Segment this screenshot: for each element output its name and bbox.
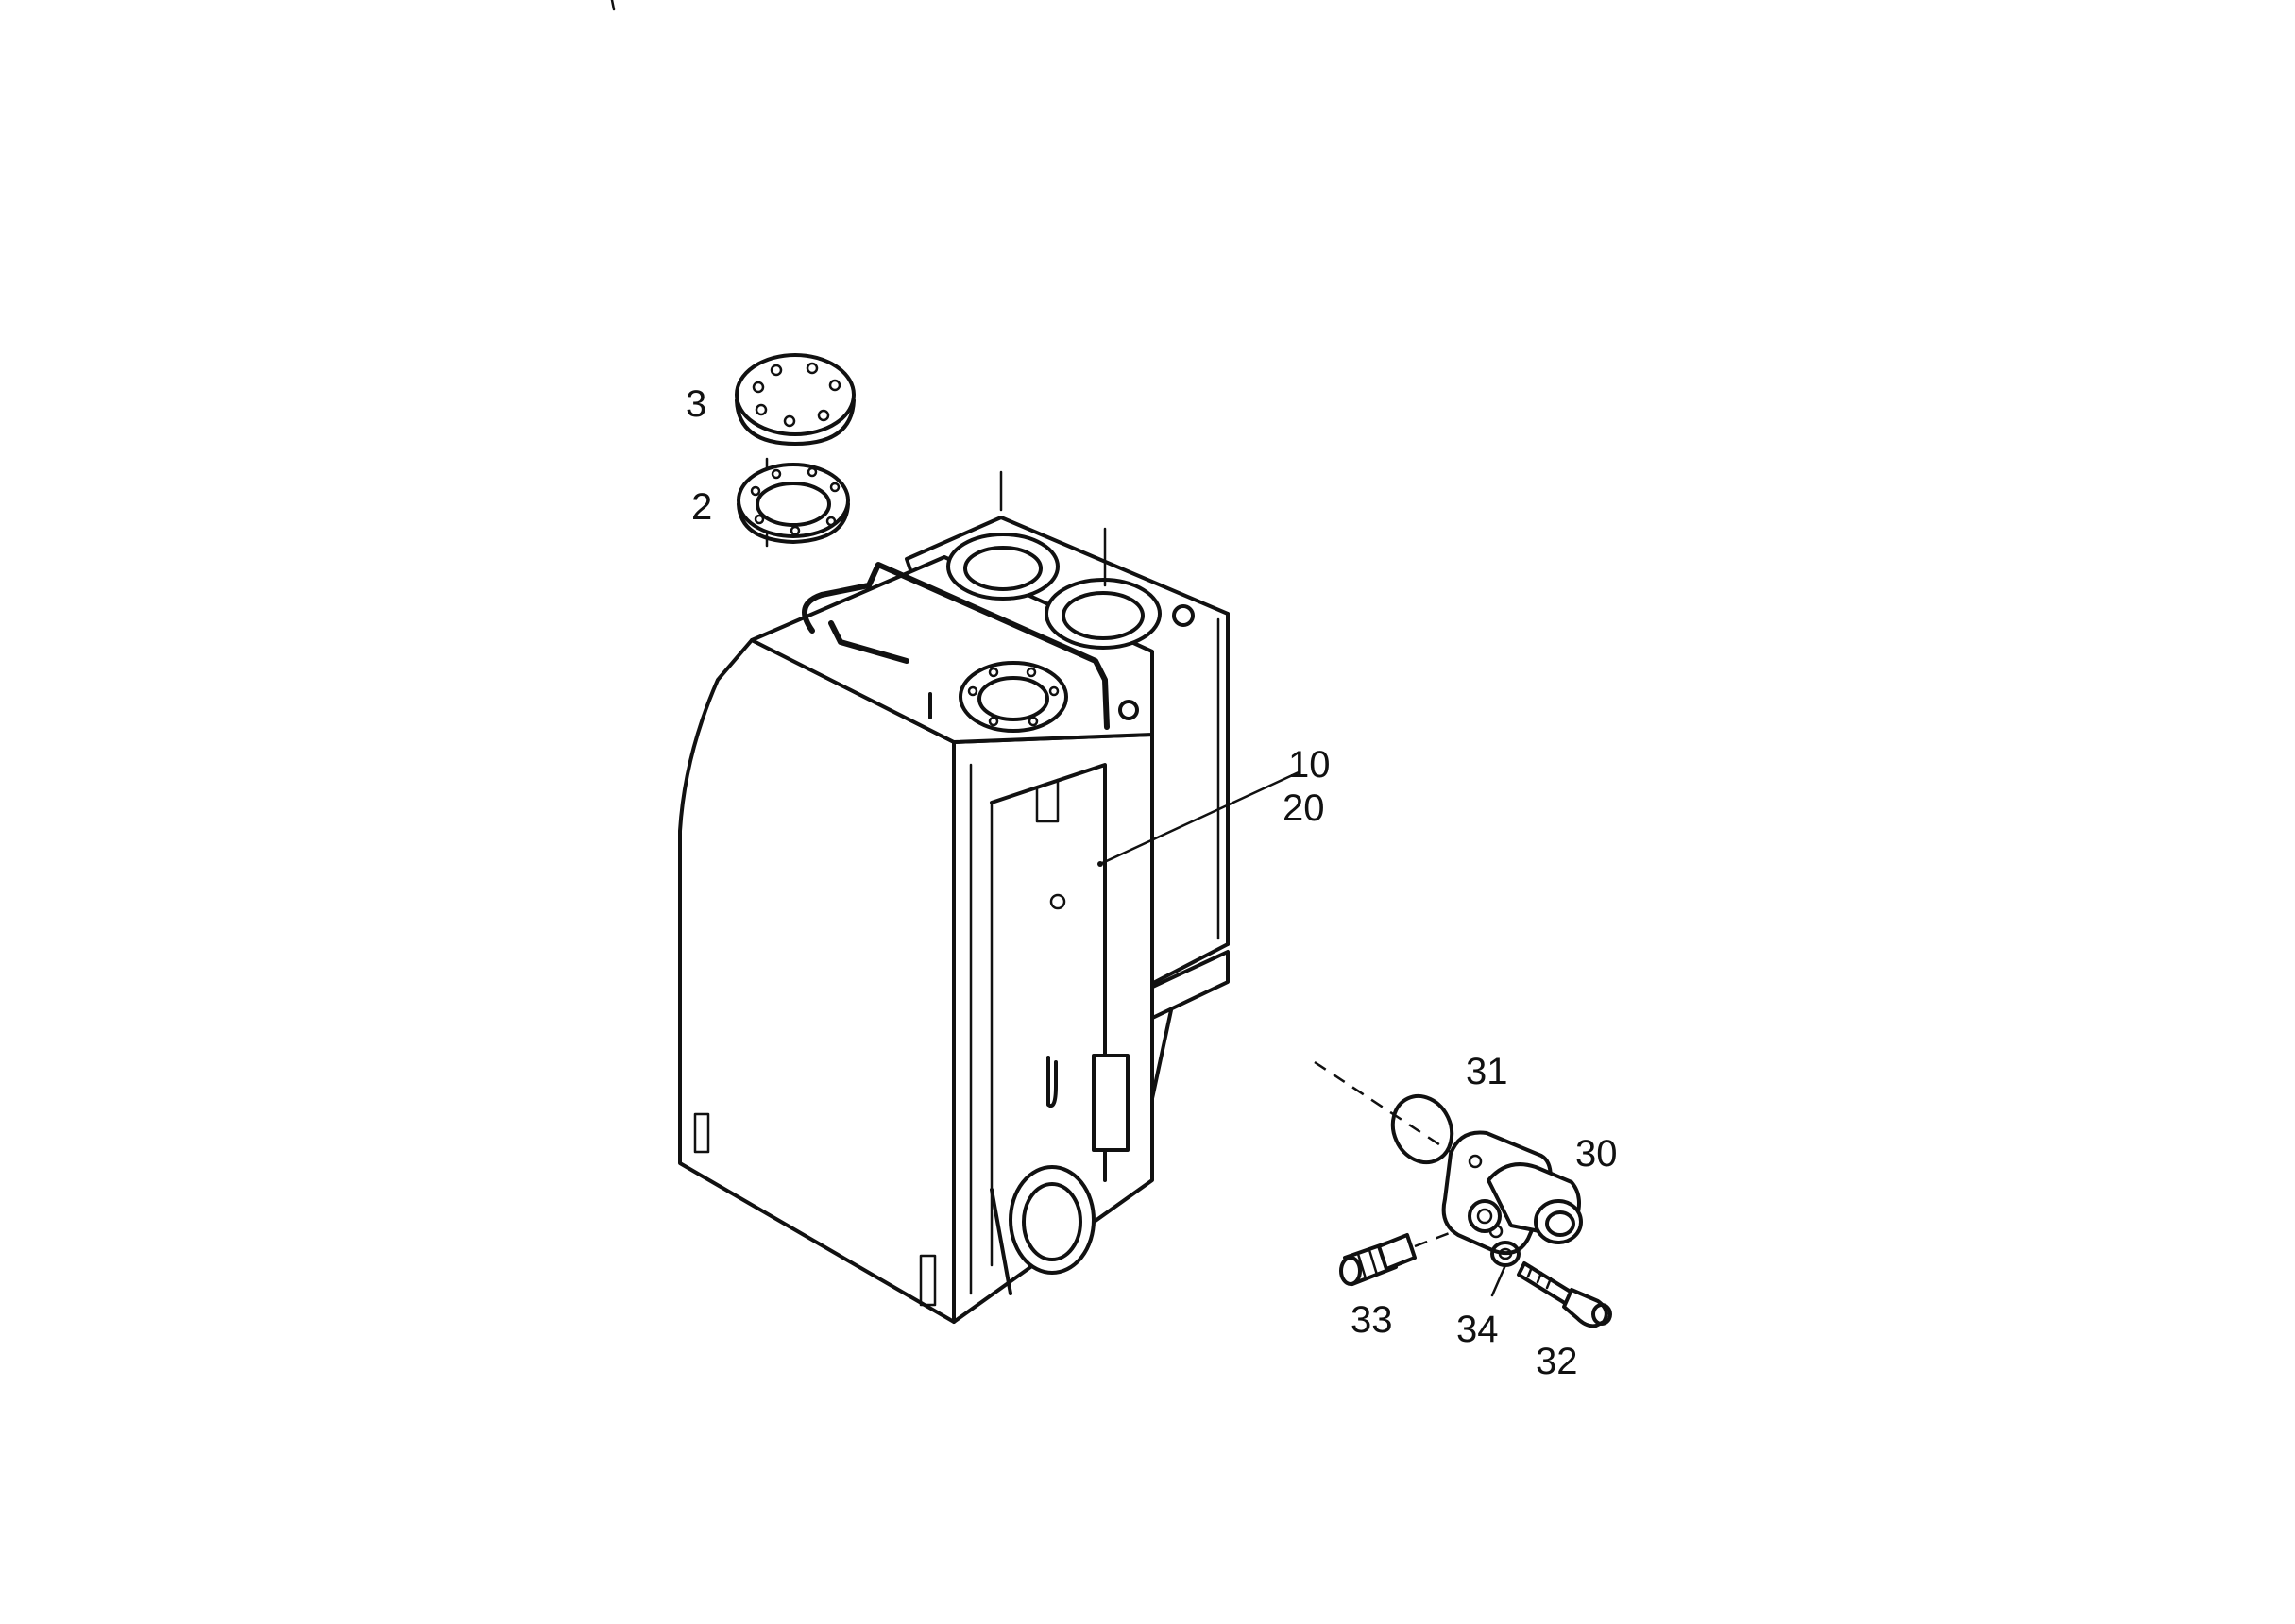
leader-dot-10-20 bbox=[1097, 861, 1103, 867]
callout-32: 32 bbox=[1536, 1341, 1578, 1382]
callout-31: 31 bbox=[1466, 1051, 1508, 1092]
callout-10: 10 bbox=[1288, 744, 1331, 786]
o-ring-part-31 bbox=[1390, 1093, 1454, 1165]
callout-20: 20 bbox=[1283, 787, 1325, 829]
callout-30: 30 bbox=[1575, 1133, 1618, 1175]
cover-plate-part-3 bbox=[735, 353, 856, 446]
callout-2: 2 bbox=[691, 486, 713, 528]
fitting-part-33 bbox=[1339, 1229, 1455, 1286]
washer-part-34 bbox=[1490, 1241, 1521, 1297]
callout-33: 33 bbox=[1351, 1299, 1393, 1341]
callout-34: 34 bbox=[1456, 1309, 1499, 1350]
valve-part-30 bbox=[1441, 1130, 1583, 1255]
axis-line bbox=[1314, 1060, 1474, 1169]
gasket-ring-part-2 bbox=[737, 457, 850, 548]
hydraulic-tank-part-10-20 bbox=[678, 470, 1230, 1324]
callout-3: 3 bbox=[686, 383, 707, 425]
leader-line-10-20 bbox=[1098, 770, 1300, 866]
bolt-part-32 bbox=[1517, 1261, 1612, 1328]
